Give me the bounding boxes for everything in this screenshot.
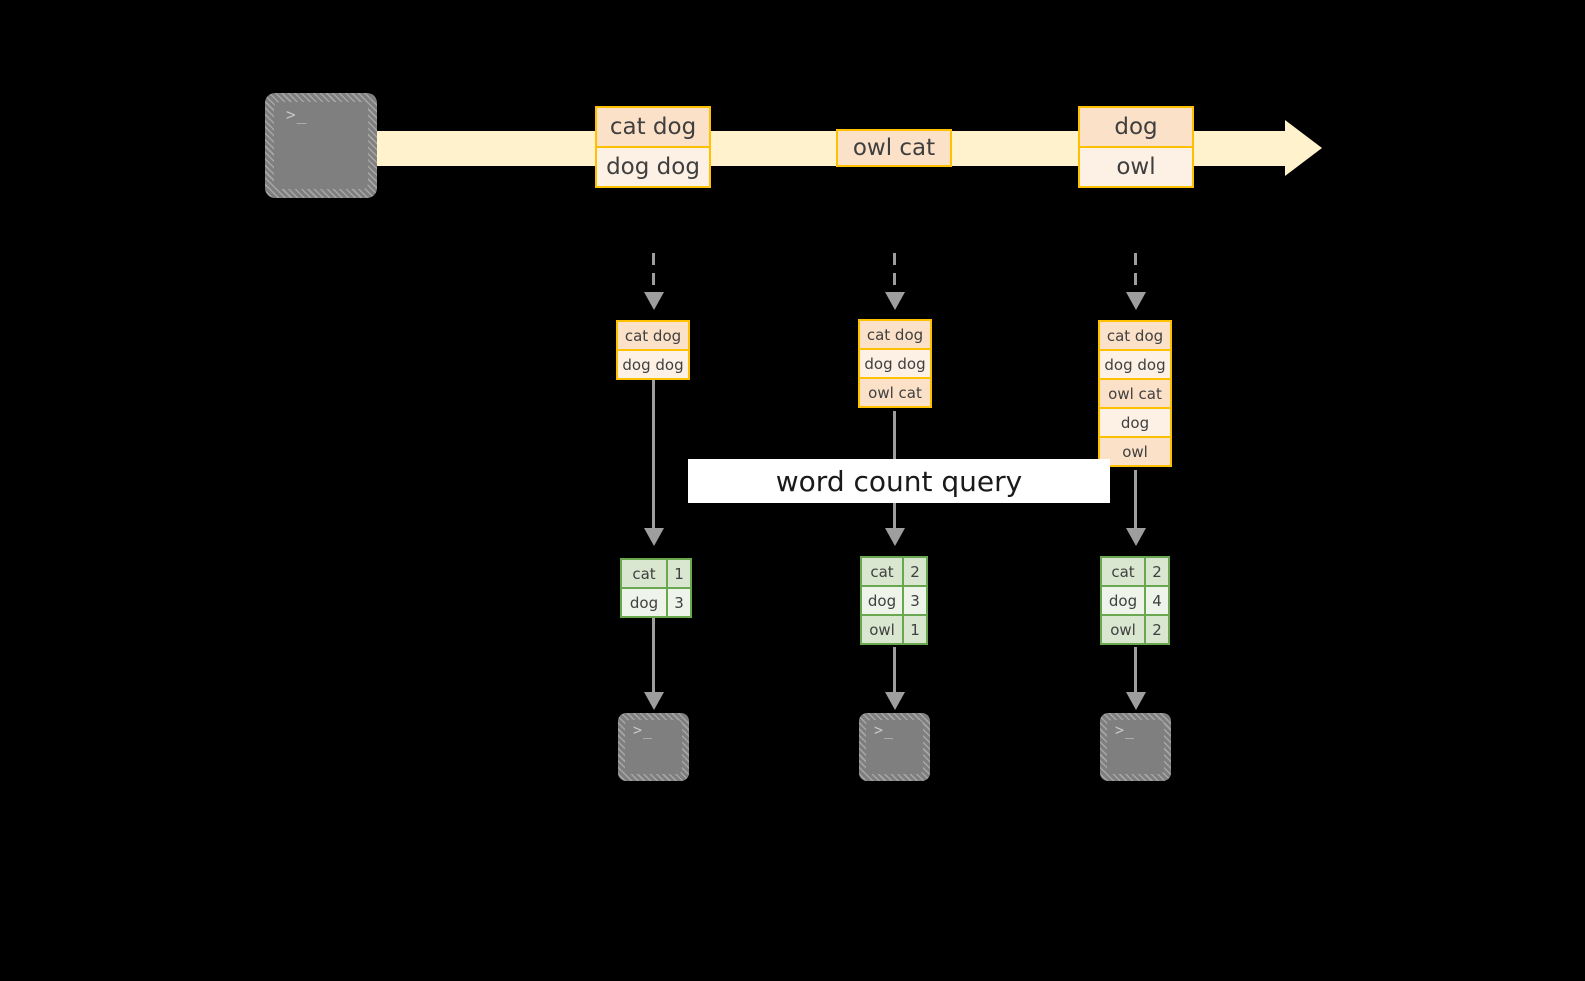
sink-connector-line (893, 647, 896, 696)
input-table-row[interactable]: dog dog (616, 349, 690, 380)
sink-connector-line (1134, 647, 1137, 696)
sink-terminal-screen (625, 720, 682, 774)
result-count-cell: 2 (1144, 556, 1170, 587)
result-table-t2: cat 2 dog 3 owl 1 (860, 556, 928, 645)
sink-connector-arrowhead (885, 692, 905, 710)
query-connector-arrowhead (885, 528, 905, 546)
trigger-connector-arrowhead (644, 292, 664, 310)
input-table-row[interactable]: cat dog (1098, 320, 1172, 351)
result-word-cell: cat (620, 558, 668, 589)
result-count-cell: 4 (1144, 585, 1170, 616)
input-table-row[interactable]: dog (1098, 407, 1172, 438)
result-table-row[interactable]: cat 2 (1100, 556, 1170, 587)
trigger-connector-arrowhead (1126, 292, 1146, 310)
input-table-row[interactable]: owl (1098, 436, 1172, 467)
result-table-row[interactable]: owl 2 (1100, 614, 1170, 645)
sink-terminal-screen (1107, 720, 1164, 774)
input-table-t3: cat dog dog dog owl cat dog owl (1098, 320, 1172, 467)
query-connector-arrowhead (644, 528, 664, 546)
trigger-connector-line (893, 253, 896, 297)
input-table-row[interactable]: owl cat (858, 377, 932, 408)
result-word-cell: cat (860, 556, 904, 587)
query-connector-arrowhead (1126, 528, 1146, 546)
input-table-t1: cat dog dog dog (616, 320, 690, 380)
input-table-row[interactable]: dog dog (1098, 349, 1172, 380)
result-count-cell: 3 (666, 587, 692, 618)
source-terminal-screen (274, 102, 368, 189)
result-count-cell: 2 (902, 556, 928, 587)
sink-connector-arrowhead (644, 692, 664, 710)
sink-terminal-icon[interactable]: >_ (1100, 713, 1171, 781)
source-terminal-prompt: >_ (286, 105, 308, 124)
stream-event-box[interactable]: dog (1078, 106, 1194, 148)
input-table-row[interactable]: cat dog (858, 319, 932, 350)
query-connector-line (1134, 470, 1137, 532)
result-table-row[interactable]: dog 3 (620, 587, 692, 618)
result-word-cell: dog (860, 585, 904, 616)
sink-terminal-screen (866, 720, 923, 774)
sink-terminal-prompt: >_ (1115, 721, 1136, 739)
result-word-cell: owl (860, 614, 904, 645)
sink-terminal-prompt: >_ (874, 721, 895, 739)
result-table-row[interactable]: dog 4 (1100, 585, 1170, 616)
input-table-row[interactable]: dog dog (858, 348, 932, 379)
sink-connector-line (652, 618, 655, 696)
result-table-row[interactable]: owl 1 (860, 614, 928, 645)
stream-arrow-head (1285, 120, 1322, 176)
query-label: word count query (688, 459, 1110, 503)
result-word-cell: cat (1100, 556, 1146, 587)
input-table-row[interactable]: cat dog (616, 320, 690, 351)
result-count-cell: 1 (666, 558, 692, 589)
sink-terminal-icon[interactable]: >_ (859, 713, 930, 781)
result-count-cell: 3 (902, 585, 928, 616)
stream-event-box[interactable]: dog dog (595, 146, 711, 188)
trigger-connector-line (1134, 253, 1137, 297)
stream-event-box[interactable]: owl (1078, 146, 1194, 188)
source-terminal-icon[interactable]: >_ (265, 93, 377, 198)
stream-event-box[interactable]: owl cat (836, 129, 952, 167)
stream-event-box[interactable]: cat dog (595, 106, 711, 148)
sink-terminal-prompt: >_ (633, 721, 654, 739)
input-table-t2: cat dog dog dog owl cat (858, 319, 932, 408)
query-connector-line (652, 380, 655, 532)
result-table-t1: cat 1 dog 3 (620, 558, 692, 618)
trigger-connector-line (652, 253, 655, 297)
result-word-cell: dog (1100, 585, 1146, 616)
sink-terminal-icon[interactable]: >_ (618, 713, 689, 781)
result-table-row[interactable]: cat 1 (620, 558, 692, 589)
sink-connector-arrowhead (1126, 692, 1146, 710)
result-table-row[interactable]: cat 2 (860, 556, 928, 587)
result-count-cell: 1 (902, 614, 928, 645)
trigger-connector-arrowhead (885, 292, 905, 310)
input-table-row[interactable]: owl cat (1098, 378, 1172, 409)
result-table-t3: cat 2 dog 4 owl 2 (1100, 556, 1170, 645)
result-table-row[interactable]: dog 3 (860, 585, 928, 616)
result-word-cell: owl (1100, 614, 1146, 645)
result-count-cell: 2 (1144, 614, 1170, 645)
result-word-cell: dog (620, 587, 668, 618)
